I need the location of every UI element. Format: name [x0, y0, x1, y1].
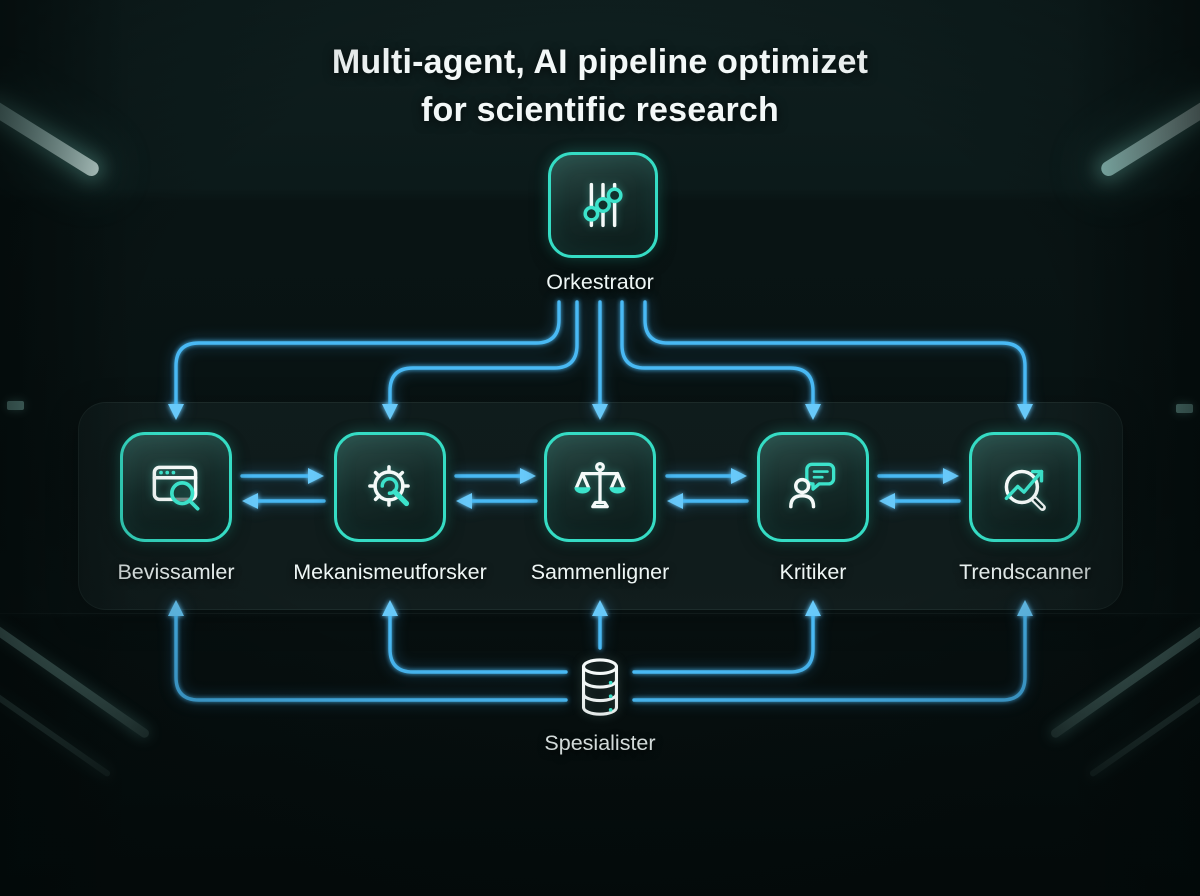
- specialists-node: [566, 650, 634, 726]
- connector-bevissamler-mekanismeutforsker: [240, 468, 326, 509]
- connector-specialists-to-sammenligner: [592, 600, 608, 650]
- browser-search-icon: [152, 465, 200, 511]
- sliders-icon: [583, 182, 623, 228]
- agent-node-mekanismeutforsker: [334, 432, 446, 542]
- orchestrator-node: [548, 152, 658, 258]
- agent-node-trendscanner: [969, 432, 1081, 542]
- connector-kritiker-trendscanner: [877, 468, 961, 509]
- connector-specialists-to-kritiker: [632, 600, 821, 674]
- database-icon: [581, 658, 619, 716]
- connector-specialists-to-trendscanner: [632, 600, 1033, 702]
- agent-node-bevissamler: [120, 432, 232, 542]
- connector-orchestrator-to-mekanismeutforsker: [382, 300, 579, 420]
- orchestrator-label: Orkestrator: [546, 270, 654, 294]
- agent-label-mekanismeutforsker: Mekanismeutforsker: [293, 560, 487, 584]
- connector-sammenligner-kritiker: [665, 468, 749, 509]
- agent-label-kritiker: Kritiker: [779, 560, 847, 584]
- trend-magnifier-icon: [1004, 469, 1046, 511]
- agent-label-trendscanner: Trendscanner: [959, 560, 1091, 584]
- connector-orchestrator-to-trendscanner: [643, 300, 1033, 420]
- connector-orchestrator-to-bevissamler: [168, 300, 561, 420]
- agent-node-sammenligner: [544, 432, 656, 542]
- connector-specialists-to-mekanismeutforsker: [382, 600, 568, 674]
- person-feedback-icon: [789, 462, 836, 509]
- agent-node-kritiker: [757, 432, 869, 542]
- balance-scale-icon: [574, 461, 626, 509]
- specialists-label: Spesialister: [544, 731, 656, 755]
- connector-orchestrator-to-kritiker: [620, 300, 821, 420]
- gear-analysis-icon: [368, 465, 410, 507]
- agent-label-bevissamler: Bevissamler: [117, 560, 235, 584]
- connector-orchestrator-to-sammenligner: [592, 300, 608, 420]
- agent-label-sammenligner: Sammenligner: [530, 560, 670, 584]
- connector-specialists-to-bevissamler: [168, 600, 568, 702]
- connector-mekanismeutforsker-sammenligner: [454, 468, 538, 509]
